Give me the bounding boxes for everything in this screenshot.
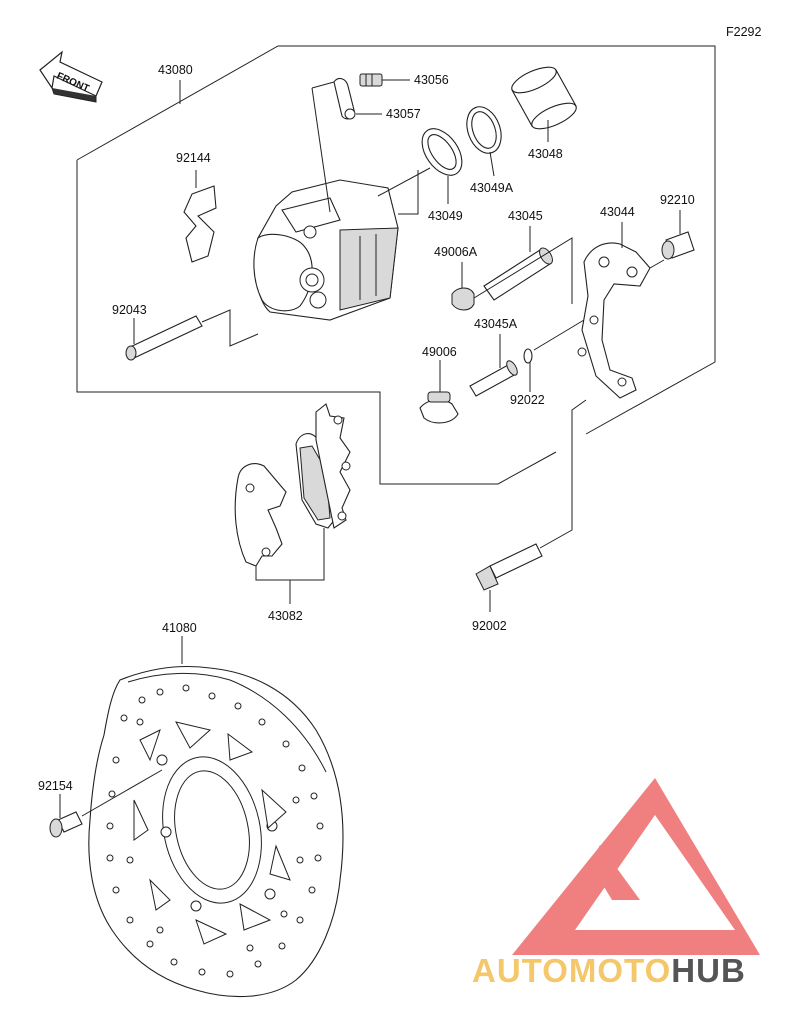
label-92144: 92144 xyxy=(176,151,211,165)
watermark-text-accent: HUB xyxy=(671,952,746,989)
front-arrow-icon: FRONT xyxy=(39,50,103,103)
label-43045: 43045 xyxy=(508,209,543,223)
disc-bolt xyxy=(49,769,163,838)
label-43045a: 43045A xyxy=(474,317,518,331)
label-92043: 92043 xyxy=(112,303,147,317)
piston xyxy=(511,66,577,142)
label-49006: 49006 xyxy=(422,345,457,359)
piston-seal xyxy=(377,128,463,215)
pad-spring xyxy=(183,170,217,263)
collar xyxy=(649,210,695,269)
slide-pin xyxy=(451,226,573,311)
label-43049: 43049 xyxy=(428,209,463,223)
label-43056: 43056 xyxy=(414,73,449,87)
piston-seal-a xyxy=(466,106,502,177)
label-43048: 43048 xyxy=(528,147,563,161)
caliper-body xyxy=(253,81,399,321)
brake-pad-outer xyxy=(234,463,287,567)
watermark-logo xyxy=(512,778,760,955)
bleed-cap xyxy=(333,77,382,120)
brake-disc xyxy=(88,636,344,998)
watermark-text-main: AUTOMOTO xyxy=(472,952,671,989)
label-92154: 92154 xyxy=(38,779,73,793)
brake-pad-inner xyxy=(295,403,351,529)
label-43044: 43044 xyxy=(600,205,635,219)
mounting-bolt xyxy=(475,399,587,612)
disc-vent-holes xyxy=(106,684,324,978)
figure-code: F2292 xyxy=(726,25,761,39)
label-49006a: 49006A xyxy=(434,245,478,259)
label-92022: 92022 xyxy=(510,393,545,407)
clip xyxy=(523,319,585,392)
label-43057: 43057 xyxy=(386,107,421,121)
pad-pin xyxy=(125,309,259,361)
label-43049a: 43049A xyxy=(470,181,514,195)
label-43082: 43082 xyxy=(268,609,303,623)
assembly-outline xyxy=(76,45,716,485)
watermark-text: AUTOMOTOHUB xyxy=(472,952,746,989)
slide-pin-a xyxy=(419,334,518,424)
bleed-screw xyxy=(359,73,410,87)
label-92210: 92210 xyxy=(660,193,695,207)
caliper-bracket xyxy=(577,222,651,399)
label-92002: 92002 xyxy=(472,619,507,633)
label-43080: 43080 xyxy=(158,63,193,77)
part-labels: 43080 43056 43057 43048 43049A 43049 921… xyxy=(38,63,695,793)
label-41080: 41080 xyxy=(162,621,197,635)
